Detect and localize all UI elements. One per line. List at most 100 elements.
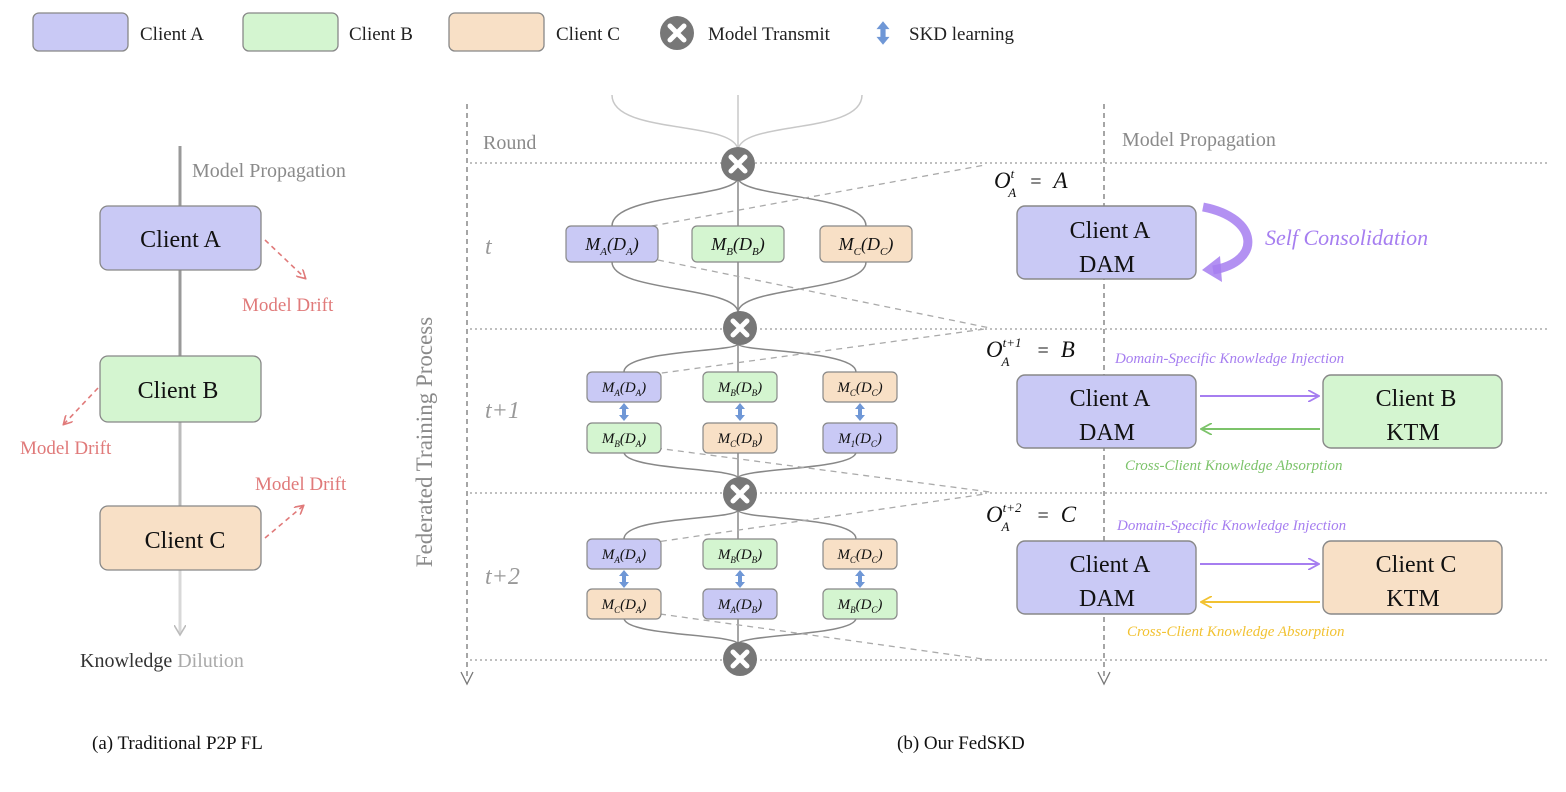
legend-client-b-swatch <box>242 12 339 52</box>
ktm-label: KTM <box>1386 420 1439 446</box>
dam-label: DAM <box>1079 420 1135 446</box>
panel-a-propagation-label: Model Propagation <box>192 160 346 182</box>
zoom-lines <box>629 164 991 661</box>
round-t-label: t <box>485 234 493 260</box>
self-consolidation-label: Self Consolidation <box>1265 225 1428 250</box>
legend: Client A Client B Client C Model Transmi… <box>32 12 1015 52</box>
panel-b-caption: (b) Our FedSKD <box>897 733 1025 754</box>
model-box <box>586 371 662 403</box>
model-label: MC(DC) <box>836 380 882 398</box>
row-t-models: MA(DA) MB(DB) MC(DC) <box>565 225 913 263</box>
model-label: MA(DB) <box>717 597 762 615</box>
skd-arrow-icon <box>855 570 865 588</box>
model-box <box>586 588 662 620</box>
absorption-label: Cross-Client Knowledge Absorption <box>1127 624 1345 640</box>
absorption-label: Cross-Client Knowledge Absorption <box>1125 458 1343 474</box>
legend-skd-learning-label: SKD learning <box>909 24 1015 45</box>
legend-client-a-label: Client A <box>140 24 204 45</box>
panel-a-client-b-box <box>99 355 262 423</box>
skd-arrow-icon <box>735 570 745 588</box>
model-label: MC(DA) <box>601 597 647 615</box>
model-label: MC(DC) <box>836 547 882 565</box>
dam-label: DAM <box>1079 252 1135 278</box>
skd-arrow-icon <box>735 403 745 421</box>
model-label: MA(DA) <box>601 547 646 565</box>
model-box <box>586 422 662 454</box>
model-transmit-icon <box>660 16 694 50</box>
drift-arrow-c <box>264 506 303 539</box>
transmit-node-icon <box>721 147 755 181</box>
training-process-axis-label: Federated Training Process <box>412 317 437 567</box>
round-t1-label: t+1 <box>485 398 520 424</box>
row-t2-models: MA(DA) MB(DB) MC(DC) MC(DA) MA(DB) MB(DC… <box>586 538 898 620</box>
drift-label-b: Model Drift <box>20 438 112 459</box>
transmit-curves <box>611 177 867 645</box>
transmit-node-icon <box>723 642 757 676</box>
model-box <box>702 588 778 620</box>
dam-box <box>1016 374 1197 449</box>
legend-client-c-swatch <box>448 12 545 52</box>
injection-label: Domain-Specific Knowledge Injection <box>1114 351 1344 367</box>
panel-a-client-c-label: Client C <box>145 528 226 554</box>
round-label: Round <box>483 132 536 154</box>
dam-client-label: Client A <box>1070 218 1151 244</box>
panel-a: Model Propagation Client A Model Drift C… <box>20 146 347 754</box>
fan-in-curves <box>611 94 863 151</box>
model-box <box>702 422 778 454</box>
dam-client-label: Client A <box>1070 386 1151 412</box>
skd-learning-icon <box>876 21 890 45</box>
model-box <box>822 588 898 620</box>
ktm-client-label: Client C <box>1376 552 1457 578</box>
ktm-box-c <box>1322 540 1503 615</box>
panel-a-client-b-label: Client B <box>138 378 219 404</box>
model-box <box>822 422 898 454</box>
panel-a-client-a-label: Client A <box>140 227 221 253</box>
ktm-client-label: Client B <box>1376 386 1457 412</box>
panel-a-client-c-box <box>99 505 262 571</box>
skd-arrow-icon <box>855 403 865 421</box>
legend-client-a-swatch <box>32 12 129 52</box>
drift-arrow-a <box>264 239 305 278</box>
model-box <box>702 538 778 570</box>
panel-b: Round Model Propagation Federated Traini… <box>412 94 1550 754</box>
dam-box <box>1016 540 1197 615</box>
model-box <box>822 371 898 403</box>
drift-arrow-b <box>64 387 99 424</box>
model-label: MB(DC) <box>837 597 883 615</box>
row-t1-models: MA(DA) MB(DB) MC(DC) MB(DA) MC(DB) M1(DC… <box>586 371 898 454</box>
round-t2-label: t+2 <box>485 564 520 590</box>
ktm-label: KTM <box>1386 586 1439 612</box>
drift-label-a: Model Drift <box>242 295 334 316</box>
legend-client-c-label: Client C <box>556 24 620 45</box>
self-consolidation-arrow-icon <box>1202 202 1253 282</box>
drift-label-c: Model Drift <box>255 474 347 495</box>
panel-a-client-a-box <box>99 205 262 271</box>
dam-label: DAM <box>1079 586 1135 612</box>
model-box <box>822 538 898 570</box>
model-box <box>702 371 778 403</box>
model-box <box>586 538 662 570</box>
ktm-box-b <box>1322 374 1503 449</box>
skd-arrow-icon <box>619 570 629 588</box>
model-label: MC(DB) <box>717 431 763 449</box>
model-label: MB(DB) <box>717 547 762 565</box>
model-box <box>819 225 913 263</box>
model-box <box>565 225 659 263</box>
legend-model-transmit-label: Model Transmit <box>708 24 831 45</box>
model-label: MB(DA) <box>601 431 646 449</box>
model-label: M1(DC) <box>837 431 882 449</box>
transmit-node-icon <box>723 477 757 511</box>
dam-client-label: Client A <box>1070 552 1151 578</box>
model-box <box>691 225 785 263</box>
model-label: MA(DA) <box>601 380 646 398</box>
transmit-node-icon <box>723 311 757 345</box>
legend-client-b-label: Client B <box>349 24 413 45</box>
skd-arrow-icon <box>619 403 629 421</box>
